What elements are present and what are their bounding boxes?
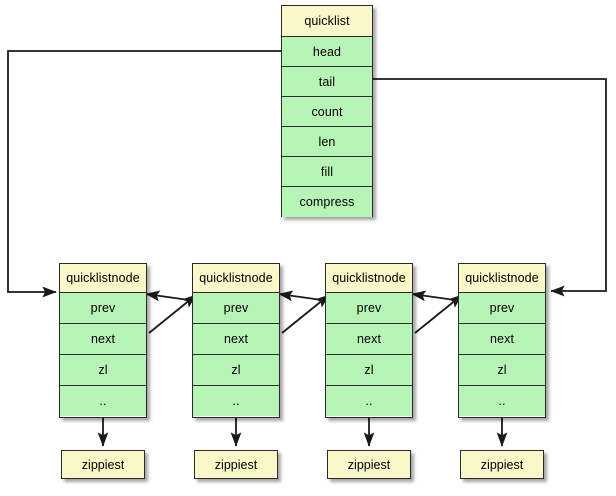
quicklistnode-1-header: quicklistnode <box>60 264 146 293</box>
quicklistnode-1-field-more: .. <box>60 386 146 416</box>
quicklistnode-2-header: quicklistnode <box>193 264 279 293</box>
ziplist-4: zippiest <box>460 450 544 479</box>
quicklistnode-1-field-prev: prev <box>60 293 146 324</box>
quicklistnode-1: quicklistnode prev next zl .. <box>59 263 147 418</box>
quicklist-field-count: count <box>282 97 372 127</box>
quicklistnode-3-field-more: .. <box>326 386 412 416</box>
quicklistnode-4-field-next: next <box>459 324 545 355</box>
quicklistnode-3-field-zl: zl <box>326 355 412 386</box>
quicklistnode-2-field-prev: prev <box>193 293 279 324</box>
quicklistnode-1-field-next: next <box>60 324 146 355</box>
ziplist-2-label: zippiest <box>195 451 277 478</box>
quicklistnode-2-field-zl: zl <box>193 355 279 386</box>
connector-head-to-node1 <box>7 50 281 298</box>
connector-node4-prev-to-node3 <box>411 290 456 302</box>
ziplist-3-label: zippiest <box>328 451 410 478</box>
connector-tail-to-node4 <box>373 78 607 297</box>
ziplist-1-label: zippiest <box>62 451 144 478</box>
ziplist-4-label: zippiest <box>461 451 543 478</box>
quicklist-field-compress: compress <box>282 187 372 217</box>
quicklistnode-3-header: quicklistnode <box>326 264 412 293</box>
quicklistnode-4-header: quicklistnode <box>459 264 545 293</box>
quicklistnode-2-field-more: .. <box>193 386 279 416</box>
connector-node2-next-to-node3 <box>281 294 330 334</box>
quicklist-struct: quicklist head tail count len fill compr… <box>281 5 373 217</box>
ziplist-3: zippiest <box>327 450 411 479</box>
quicklistnode-4-field-prev: prev <box>459 293 545 324</box>
connector-node3-prev-to-node2 <box>278 290 323 302</box>
quicklist-field-fill: fill <box>282 157 372 187</box>
quicklist-header: quicklist <box>282 6 372 37</box>
quicklist-field-tail: tail <box>282 67 372 97</box>
connector-node2-prev-to-node1 <box>145 290 190 302</box>
quicklistnode-2-field-next: next <box>193 324 279 355</box>
connector-node3-next-to-node4 <box>414 294 463 334</box>
quicklistnode-3: quicklistnode prev next zl .. <box>325 263 413 418</box>
quicklistnode-3-field-next: next <box>326 324 412 355</box>
quicklistnode-1-field-zl: zl <box>60 355 146 386</box>
quicklistnode-4-field-more: .. <box>459 386 545 416</box>
ziplist-2: zippiest <box>194 450 278 479</box>
quicklistnode-2: quicklistnode prev next zl .. <box>192 263 280 418</box>
quicklistnode-4: quicklistnode prev next zl .. <box>458 263 546 418</box>
quicklistnode-4-field-zl: zl <box>459 355 545 386</box>
connector-node1-next-to-node2 <box>148 294 197 334</box>
quicklist-field-head: head <box>282 37 372 67</box>
quicklistnode-3-field-prev: prev <box>326 293 412 324</box>
ziplist-1: zippiest <box>61 450 145 479</box>
quicklist-field-len: len <box>282 127 372 157</box>
